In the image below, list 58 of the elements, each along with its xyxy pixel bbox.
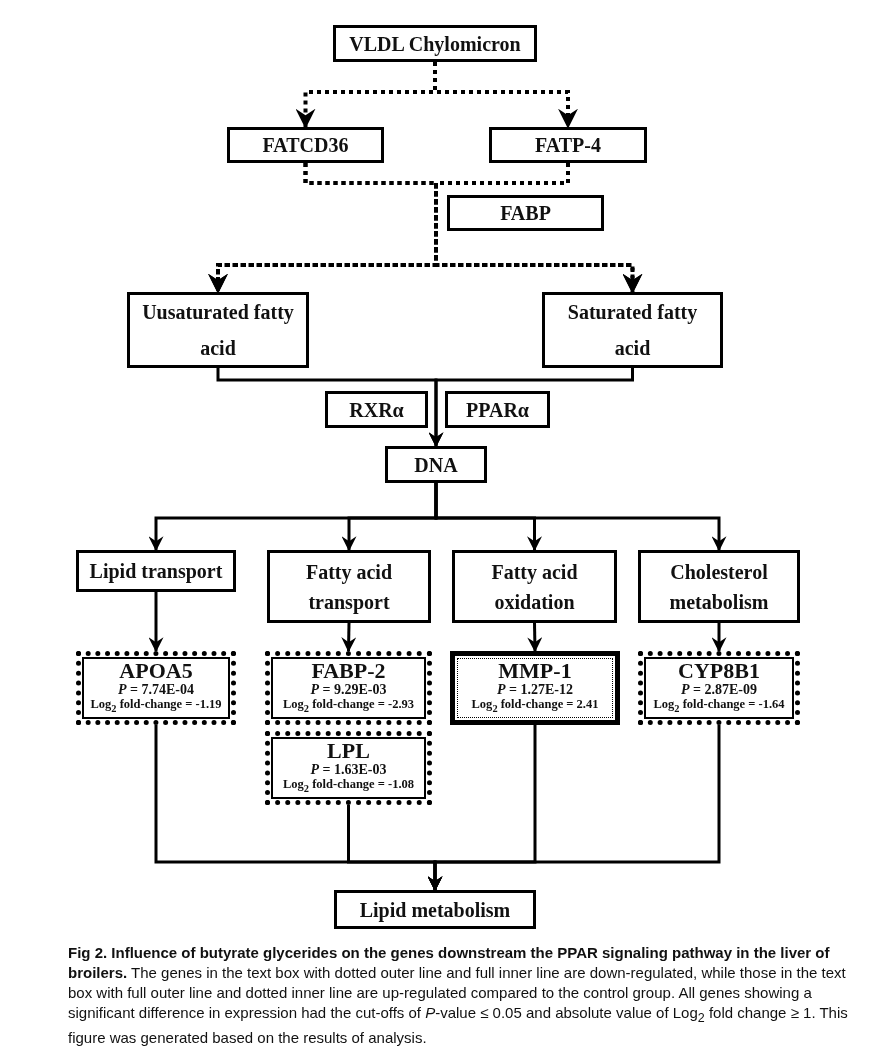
process-box [445, 391, 550, 428]
gene-name: APOA5 [119, 660, 193, 682]
node-label: FATCD36 [262, 133, 349, 158]
node-label: PPARα [466, 397, 529, 423]
arrow [341, 622, 357, 653]
node-label: DNA [414, 452, 458, 478]
process-box [638, 550, 800, 623]
node-label: Fatty acid oxidation [490, 559, 579, 615]
node-label: Uusaturated fatty acid [142, 300, 294, 361]
process-box [447, 195, 604, 231]
arrow [711, 623, 727, 653]
process-box [334, 890, 536, 929]
gene-name: FABP-2 [311, 660, 386, 682]
arrow [148, 592, 164, 653]
arrow [427, 725, 721, 892]
node-label: FATP-4 [535, 133, 601, 158]
gene-name: CYP8B1 [678, 660, 760, 682]
fold-change: Log$_{2}$ fold-change = -1.64 [653, 697, 785, 712]
up-regulated-gene-box [450, 651, 620, 725]
p-value: P = 7.74E-04 [117, 682, 194, 697]
fold-change: Log$_{2}$ fold-change = 2.41 [471, 697, 599, 712]
gene-name: LPL [327, 740, 370, 762]
process-box [227, 127, 384, 163]
process-box [325, 391, 428, 428]
p-value: P = 9.29E-03 [310, 682, 387, 697]
process-box [127, 292, 309, 368]
down-regulated-gene-box [265, 651, 432, 725]
node-label: Fatty acid transport [304, 559, 394, 616]
node-label: FABP [500, 201, 551, 226]
process-box [76, 550, 236, 592]
fold-change: Log$_{2}$ fold-change = -1.08 [282, 777, 415, 792]
process-box [385, 446, 487, 483]
node-label: RXRα [349, 397, 404, 423]
node-label: Saturated fatty acid [566, 300, 699, 361]
arrow [428, 368, 634, 448]
node-label: Cholesterol metabolism [668, 559, 770, 615]
node-label: VLDL Chylomicron [349, 31, 521, 58]
node-label: Lipid transport [89, 559, 223, 585]
process-box [333, 25, 537, 62]
node-label: Lipid metabolism [359, 897, 511, 924]
p-value: P = 1.27E-12 [496, 682, 573, 697]
arrow [434, 483, 727, 552]
down-regulated-gene-box [638, 651, 800, 725]
p-value: P = 1.63E-03 [310, 762, 387, 777]
process-box [452, 550, 617, 623]
down-regulated-gene-box [76, 651, 236, 725]
gene-name: MMP-1 [498, 660, 572, 682]
dotted-arrow [433, 62, 578, 129]
fold-change: Log$_{2}$ fold-change = -1.19 [90, 697, 222, 712]
process-box [542, 292, 723, 368]
dotted-arrow [434, 163, 643, 294]
fold-change: Log$_{2}$ fold-change = -2.93 [282, 697, 415, 712]
arrow [527, 622, 543, 653]
process-box [267, 550, 431, 623]
process-box [489, 127, 647, 163]
p-value: P = 2.87E-09 [680, 682, 757, 697]
figure-caption: Fig 2. Influence of butyrate glycerides on the genes downstream the PPAR signaling pathway in the liver of broilers. The genes in the text box with dotted outer line and full inner line are down-regulated, while those in the text box with full outer line and dotted inner line are up-regulated compared to the control group. All genes showing a significant difference in expression had the cut-offs of P-value ≤ 0.05 and absolute value of Log$_{2}$ fold change ≥ 1. This figure was generated based on the results of analysis. [68, 943, 849, 1048]
down-regulated-gene-box [265, 731, 432, 805]
